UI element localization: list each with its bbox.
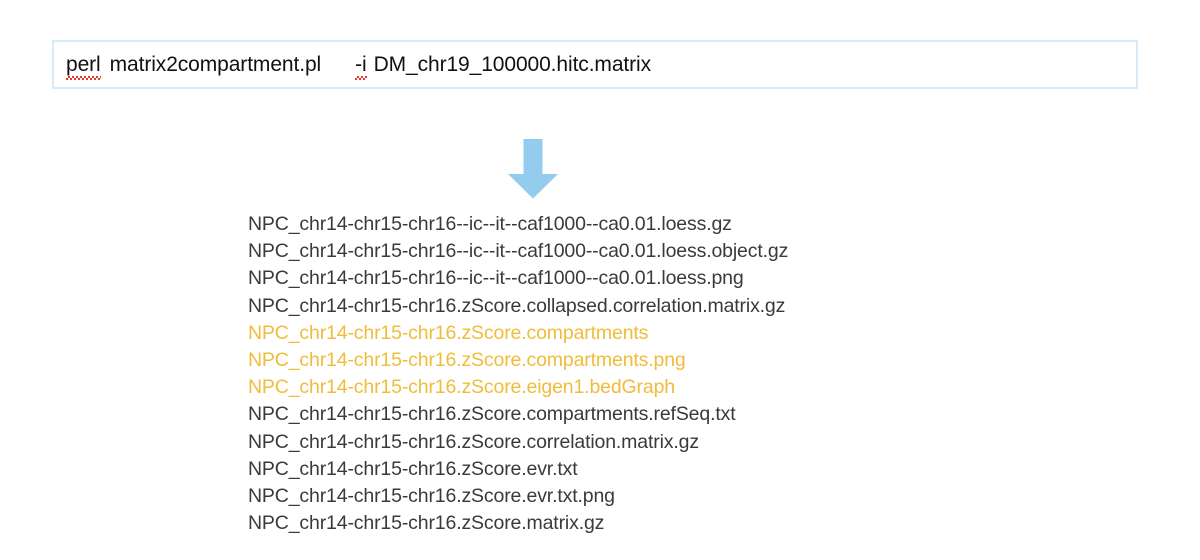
command-token-script: matrix2compartment.pl [109, 53, 322, 76]
list-item: NPC_chr14-chr15-chr16.zScore.correlation… [248, 430, 699, 453]
command-token-flag: -i [355, 53, 368, 80]
list-item: NPC_chr14-chr15-chr16--ic--it--caf1000--… [248, 267, 744, 290]
command-token-interpreter: perl [66, 53, 101, 80]
arrow-down-icon [505, 138, 561, 200]
list-item: NPC_chr14-chr15-chr16.zScore.compartment… [248, 403, 736, 426]
list-item: NPC_chr14-chr15-chr16.zScore.evr.txt [248, 457, 578, 480]
list-item-highlighted: NPC_chr14-chr15-chr16.zScore.compartment… [248, 321, 649, 344]
list-item: NPC_chr14-chr15-chr16.zScore.evr.txt.png [248, 485, 615, 508]
list-item: NPC_chr14-chr15-chr16.zScore.collapsed.c… [248, 294, 786, 317]
list-item: NPC_chr14-chr15-chr16--ic--it--caf1000--… [248, 240, 789, 263]
list-item: NPC_chr14-chr15-chr16.zScore.matrix.gz [248, 512, 605, 535]
command-line-box[interactable]: perl matrix2compartment.pl -i DM_chr19_1… [52, 40, 1138, 89]
list-item-highlighted: NPC_chr14-chr15-chr16.zScore.compartment… [248, 349, 686, 372]
command-text: perl matrix2compartment.pl -i DM_chr19_1… [54, 53, 652, 80]
list-item: NPC_chr14-chr15-chr16--ic--it--caf1000--… [248, 213, 732, 235]
list-item-highlighted: NPC_chr14-chr15-chr16.zScore.eigen1.bedG… [248, 376, 675, 399]
output-file-list: NPC_chr14-chr15-chr16--ic--it--caf1000--… [248, 211, 1048, 537]
command-token-input-file: DM_chr19_100000.hitc.matrix [373, 53, 652, 76]
